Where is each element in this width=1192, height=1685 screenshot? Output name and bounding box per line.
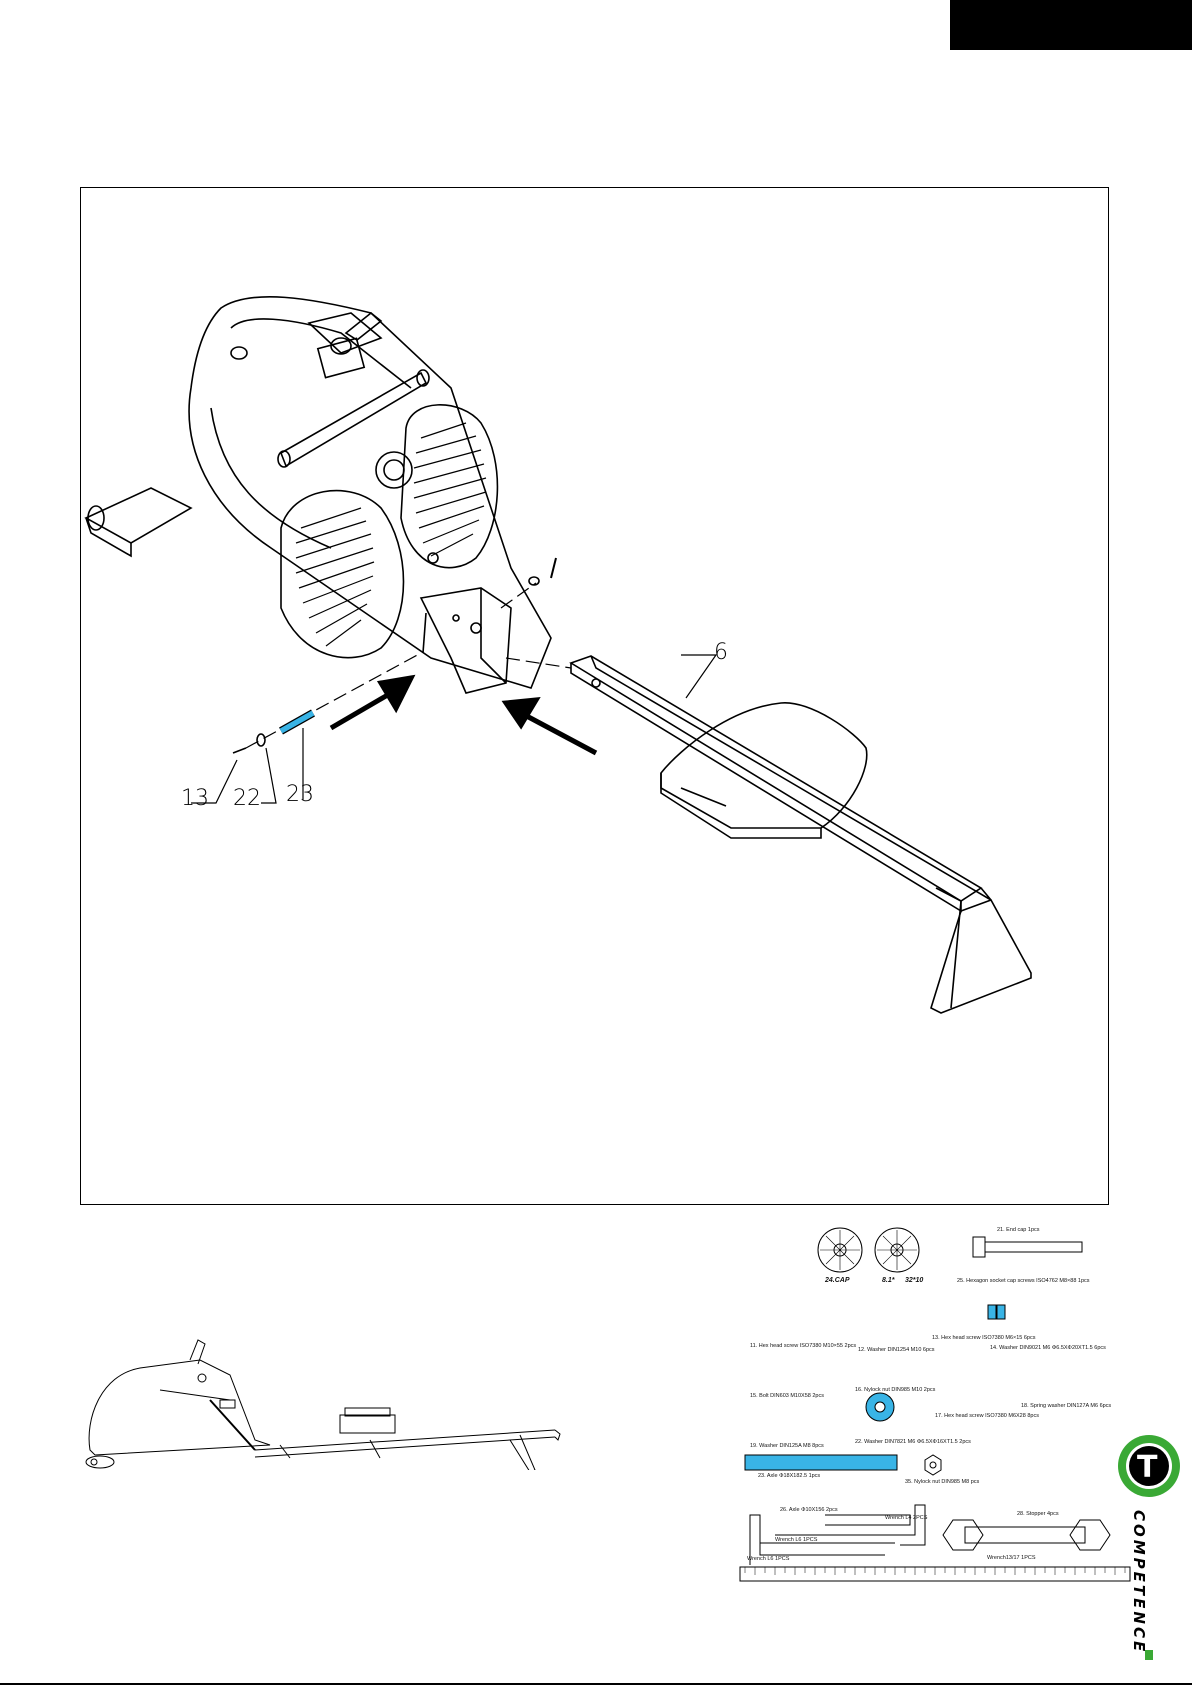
part-28-label: 28. Stopper 4pcs — [1017, 1511, 1059, 1517]
part-18-label: 18. Spring washer DIN127A M6 6pcs — [1021, 1403, 1112, 1409]
part-19-label: 19. Washer DIN125A M8 8pcs — [750, 1443, 824, 1449]
assembly-diagram-frame: 6 13 22 23 — [80, 187, 1109, 1205]
parts-illustrations — [739, 1227, 1131, 1582]
part-21-label: 21. End cap 1pcs — [997, 1227, 1040, 1233]
part-22-label: 22. Washer DIN7821 M6 Φ6.5XΦ16XT1.5 2pcs — [855, 1439, 971, 1445]
part-25b-label: 25. Hexagon socket cap screws ISO4762 M8… — [957, 1278, 1090, 1284]
part-16-label: 16. Nylock nut DIN985 M10 2pcs — [855, 1387, 936, 1393]
part-14-label: 14. Washer DIN9021 M6 Φ6.5XΦ20XT1.5 6pcs — [990, 1345, 1106, 1351]
brand-name: COMPETENCE — [1130, 1510, 1148, 1655]
part-23-label: 23. Axle Φ18X182.5 1pcs — [758, 1473, 821, 1479]
part-26-label: 26. Axle Φ10X156 2pcs — [780, 1507, 838, 1513]
assembly-drawing — [84, 296, 1032, 1014]
callout-23: 23 — [286, 782, 314, 807]
part-24-label: 24.CAP — [825, 1277, 850, 1284]
wrench-l6-label-b: Wrench L6 1PCS — [747, 1556, 790, 1562]
callout-13: 13 — [181, 786, 209, 811]
part-35-label: 35. Nylock nut DIN985 M8 pcs — [905, 1479, 980, 1485]
axle-part-23 — [279, 709, 315, 735]
part-17-label: 17. Hex head screw ISO7380 M6X28 8pcs — [935, 1413, 1039, 1419]
part-32-label: 32*10 — [905, 1277, 924, 1284]
logo-letter: T — [1137, 1450, 1158, 1485]
footer-rule — [0, 1683, 1192, 1685]
brand-accent-bar — [1145, 1650, 1153, 1660]
callout-6: 6 — [714, 640, 728, 665]
part-12-label: 12. Washer DIN1254 M10 6pcs — [858, 1347, 935, 1353]
part-15-label: 15. Bolt DIN603 M10X58 2pcs — [750, 1393, 824, 1399]
rowing-machine-overview-icon — [85, 1339, 561, 1470]
wrench-l6-label-a: Wrench L6 1PCS — [775, 1537, 818, 1543]
part-13-label: 13. Hex head screw ISO7380 M6×15 6pcs — [932, 1335, 1036, 1341]
wrench-1317-label: Wrench13/17 1PCS — [987, 1555, 1036, 1561]
part-11-label: 11. Hex head screw ISO7380 M10×55 2pcs — [750, 1343, 857, 1349]
callout-22: 22 — [233, 786, 261, 811]
wrench-l4-label: Wrench L4 2PCS — [885, 1515, 928, 1521]
parts-list: 24.CAP 8.1* 32*10 21. End cap 1pcs 25. H… — [735, 1225, 1135, 1605]
competence-logo-icon — [1118, 1435, 1180, 1497]
part-8-1-label: 8.1* — [882, 1277, 895, 1284]
page-tab — [950, 0, 1192, 50]
